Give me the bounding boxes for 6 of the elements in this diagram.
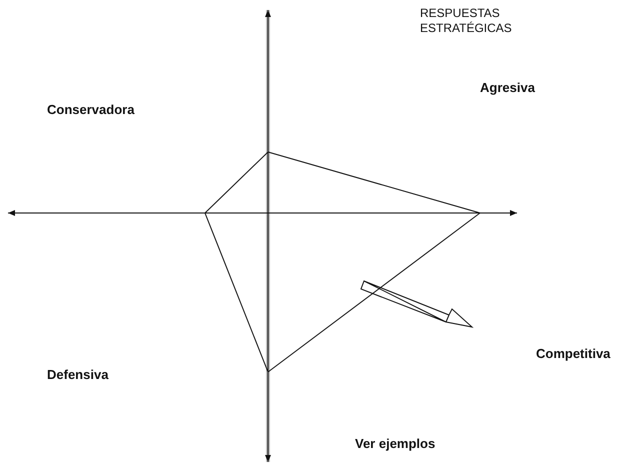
heading: RESPUESTAS ESTRATÉGICAS [420, 6, 513, 36]
quadrant-label: Agresiva [480, 80, 535, 95]
quadrant-label: Competitiva [536, 346, 610, 361]
quadrant-label: Conservadora [47, 102, 134, 117]
quadrant-label: Defensiva [47, 367, 108, 382]
quadrant-label: Ver ejemplos [355, 436, 436, 451]
